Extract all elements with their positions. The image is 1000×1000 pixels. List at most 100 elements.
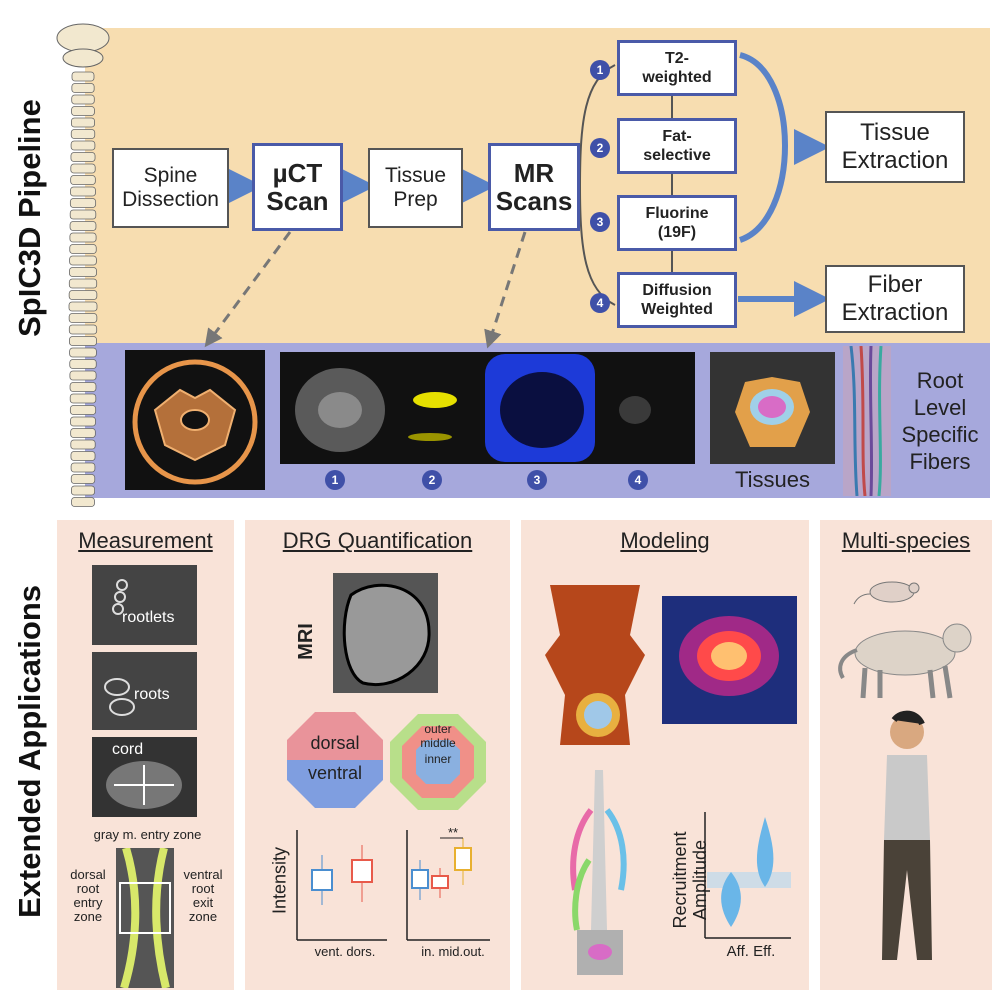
diffusion-weighted-box: Diffusion Weighted bbox=[617, 272, 737, 328]
cord-label: cord bbox=[112, 741, 144, 758]
vertebra bbox=[70, 462, 96, 473]
rootlets-label: rootlets bbox=[122, 609, 175, 626]
modeling-title: Modeling bbox=[620, 528, 710, 553]
vertebra bbox=[70, 474, 96, 484]
vertebra bbox=[69, 336, 97, 346]
drg-mri-label: MRI bbox=[294, 623, 317, 660]
nerve-model-render bbox=[570, 770, 627, 975]
mr-scan-images bbox=[280, 352, 695, 464]
mr-image-number-2: 2 bbox=[422, 470, 442, 490]
entry-zone-image bbox=[116, 848, 174, 988]
cord-image: cord bbox=[92, 737, 197, 817]
electric-field-image bbox=[662, 596, 797, 724]
dorsal-label: dorsal bbox=[310, 733, 360, 753]
vertebra bbox=[70, 129, 96, 139]
scan-number-2: 2 bbox=[590, 138, 610, 158]
vertebra bbox=[68, 278, 98, 289]
vertebra bbox=[69, 221, 97, 231]
spine-model-render bbox=[545, 585, 645, 745]
drg-xlabels-right: in. mid.out. bbox=[421, 944, 485, 959]
fibers-label: Root Level Specific Fibers bbox=[901, 368, 979, 474]
applications-title: Extended Applications bbox=[12, 584, 47, 918]
roots-label: roots bbox=[134, 686, 170, 703]
vertebra bbox=[71, 83, 95, 93]
vertebra bbox=[68, 313, 98, 323]
vertebra bbox=[71, 71, 95, 82]
dorsal-root-entry-label: dorsal root entry zone bbox=[70, 867, 106, 924]
mouse-illustration bbox=[853, 581, 920, 605]
fluorine-box: Fluorine (19F) bbox=[617, 195, 737, 251]
vertebra bbox=[69, 393, 97, 404]
vertebra bbox=[69, 244, 97, 254]
rootlets-image: rootlets bbox=[92, 565, 197, 645]
dorsal-ventral-octagon bbox=[287, 712, 383, 808]
scan-number-4: 4 bbox=[590, 293, 610, 313]
mr-image-number-1: 1 bbox=[325, 470, 345, 490]
vertebra bbox=[69, 382, 97, 392]
vertebra bbox=[70, 428, 96, 438]
multispecies-title: Multi-species bbox=[841, 528, 971, 553]
spine-illustration bbox=[56, 23, 110, 507]
vertebra bbox=[70, 451, 96, 461]
vertebra bbox=[71, 497, 95, 507]
measurement-title: Measurement bbox=[78, 528, 213, 553]
mr-image-number-3: 3 bbox=[527, 470, 547, 490]
vertebra bbox=[69, 405, 97, 415]
vertebra bbox=[68, 324, 98, 335]
outer-label: outer bbox=[424, 722, 452, 736]
vertebra bbox=[71, 94, 95, 105]
middle-label: middle bbox=[420, 736, 456, 750]
tissues-image bbox=[710, 352, 835, 464]
t2-weighted-box: T2- weighted bbox=[617, 40, 737, 96]
violin-xlabels: Aff. Eff. bbox=[726, 943, 776, 960]
vertebra bbox=[69, 232, 97, 243]
vertebra bbox=[70, 152, 96, 162]
scan-number-3: 3 bbox=[590, 212, 610, 232]
significance-label: ** bbox=[448, 825, 459, 840]
violin-plot bbox=[704, 812, 791, 939]
roots-image: roots bbox=[92, 652, 197, 730]
vertebra bbox=[70, 163, 96, 174]
scan-number-1: 1 bbox=[590, 60, 610, 80]
vertebra bbox=[69, 267, 97, 277]
spine-dissection-box: Spine Dissection bbox=[112, 148, 229, 228]
tissue-extraction-box: Tissue Extraction bbox=[825, 111, 965, 183]
cat-illustration bbox=[838, 623, 972, 699]
vertebra bbox=[71, 106, 95, 116]
drg-title: DRG Quantification bbox=[282, 528, 473, 553]
vertebra bbox=[69, 370, 97, 381]
ventral-label: ventral bbox=[307, 763, 363, 783]
tissue-prep-box: Tissue Prep bbox=[368, 148, 463, 228]
human-illustration bbox=[882, 710, 932, 960]
vertebra bbox=[70, 416, 96, 427]
fibers-image bbox=[843, 346, 891, 496]
vertebra bbox=[70, 485, 96, 496]
mr-scans-box: MR Scans bbox=[488, 143, 580, 231]
vertebra bbox=[68, 301, 98, 312]
vertebra bbox=[69, 347, 97, 358]
vertebra bbox=[70, 439, 96, 450]
tissues-label: Tissues bbox=[735, 467, 810, 492]
drg-mri-image bbox=[333, 573, 438, 693]
fat-selective-box: Fat- selective bbox=[617, 118, 737, 174]
drg-boxplots bbox=[296, 830, 490, 941]
inner-label: inner bbox=[424, 752, 452, 766]
intensity-label: Intensity bbox=[269, 846, 290, 915]
fiber-extraction-box: Fiber Extraction bbox=[825, 265, 965, 333]
vertebra bbox=[70, 175, 96, 185]
mr-image-number-4: 4 bbox=[628, 470, 648, 490]
ventral-root-exit-label: ventral root exit zone bbox=[183, 867, 223, 924]
concentric-octagon bbox=[390, 714, 486, 810]
vertebra bbox=[70, 117, 96, 128]
gray-entry-zone-label: gray m. entry zone bbox=[93, 827, 202, 842]
vertebra bbox=[70, 140, 96, 151]
drg-xlabels-left: vent. dors. bbox=[314, 944, 376, 959]
vertebra bbox=[69, 359, 97, 369]
vertebra bbox=[69, 198, 97, 208]
vertebra bbox=[70, 186, 96, 197]
uct-scan-box: µCT Scan bbox=[252, 143, 343, 231]
uct-render-image bbox=[125, 350, 265, 490]
vertebra bbox=[68, 290, 98, 300]
vertebra bbox=[69, 209, 97, 220]
vertebra bbox=[69, 255, 97, 266]
